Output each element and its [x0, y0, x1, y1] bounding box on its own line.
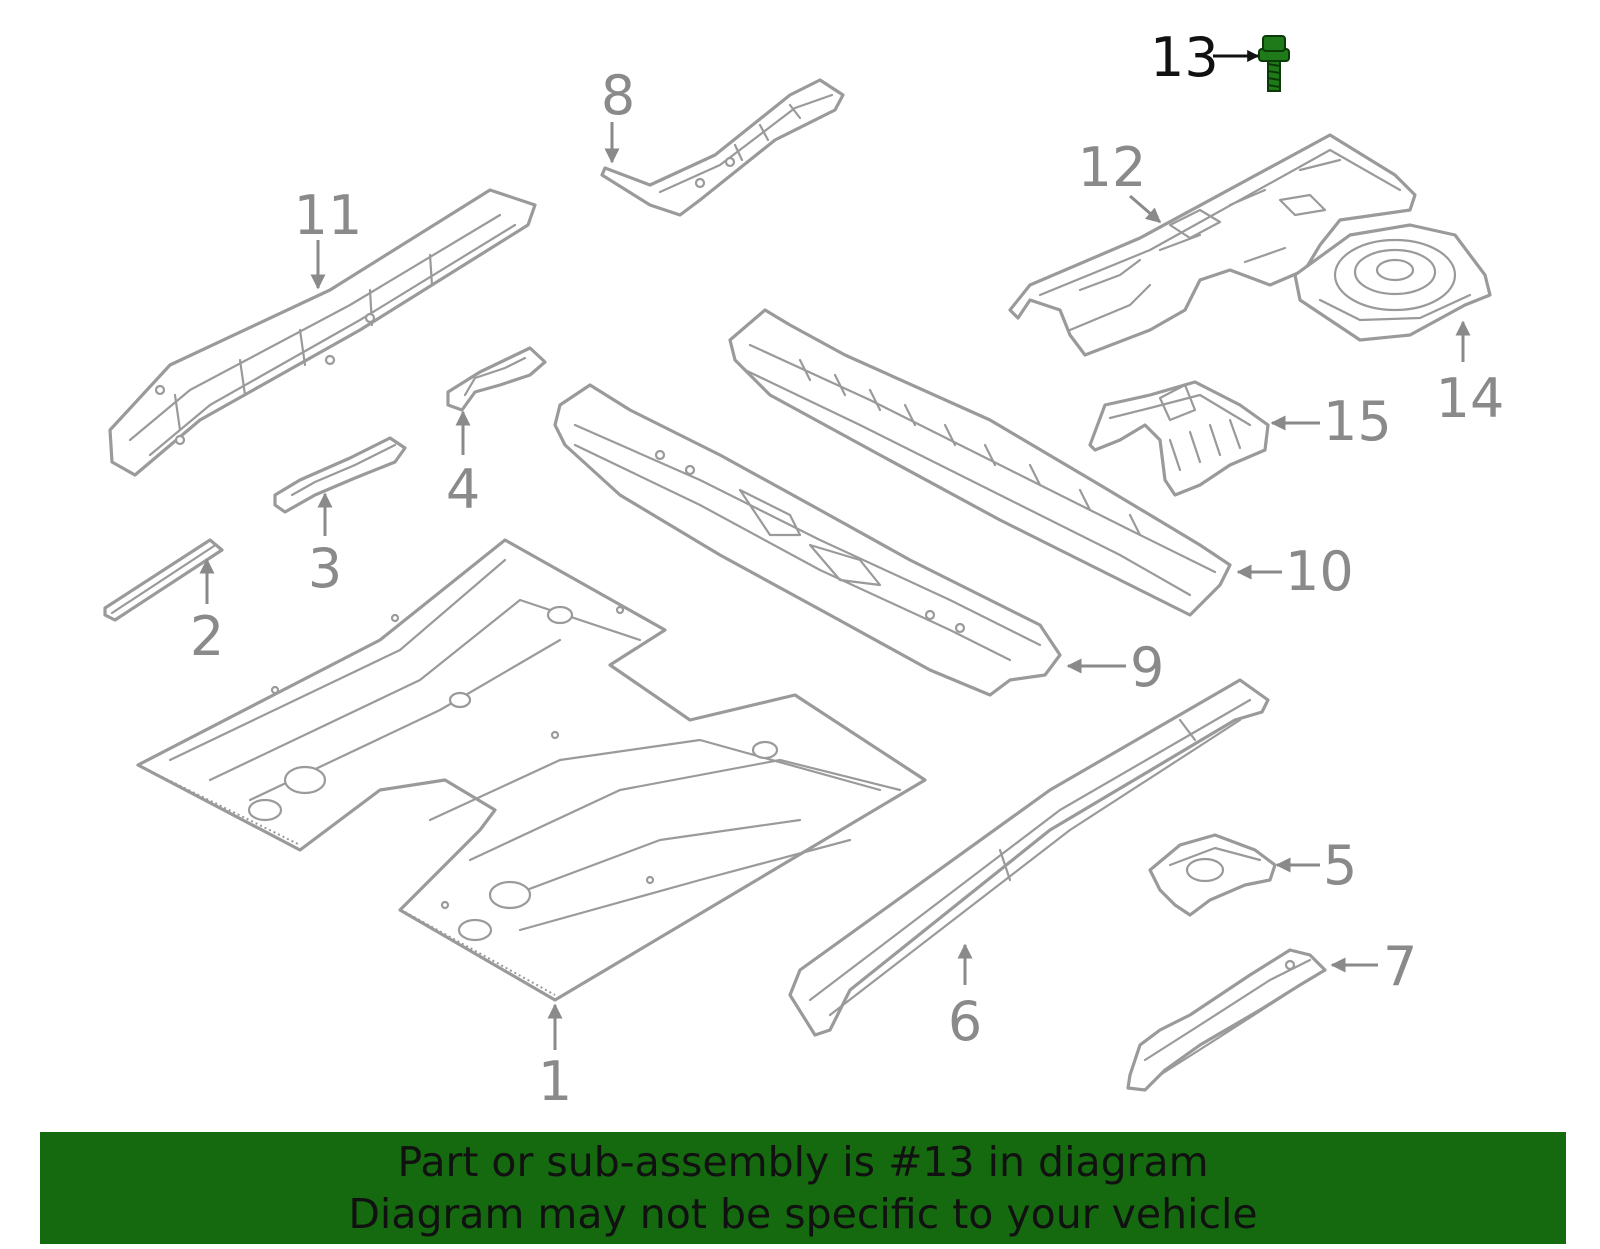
callout-5: 5 — [1323, 834, 1357, 897]
part-1-floor-pan[interactable] — [136, 538, 927, 1002]
part-7-bracket[interactable] — [1126, 948, 1327, 1092]
callout-4: 4 — [446, 458, 480, 521]
part-14-spare-tire-well[interactable] — [1293, 223, 1492, 342]
part-10-crossmember[interactable] — [728, 308, 1232, 617]
callout-13: 13 — [1150, 26, 1219, 89]
callout-11: 11 — [294, 184, 363, 247]
banner-line-1: Part or sub-assembly is #13 in diagram — [397, 1138, 1209, 1186]
part-2-bracket[interactable] — [103, 538, 224, 622]
part-11-side-rail[interactable] — [108, 188, 537, 477]
callout-3: 3 — [308, 537, 342, 600]
banner-line-2: Diagram may not be specific to your vehi… — [348, 1190, 1258, 1238]
part-12-rear-floor[interactable] — [1008, 133, 1417, 357]
part-5-bracket[interactable] — [1148, 833, 1277, 917]
part-15-bracket[interactable] — [1088, 380, 1270, 497]
callout-10: 10 — [1285, 540, 1354, 603]
callout-12: 12 — [1078, 136, 1147, 199]
callout-9: 9 — [1130, 636, 1164, 699]
part-3-bracket[interactable] — [273, 436, 407, 514]
info-banner: Part or sub-assembly is #13 in diagram D… — [40, 1132, 1566, 1244]
part-8-bracket[interactable] — [600, 78, 845, 217]
bolt-icon[interactable] — [1258, 35, 1290, 92]
callout-6: 6 — [948, 990, 982, 1053]
callout-labels: 1 2 3 4 5 6 7 8 9 10 11 12 13 14 15 — [190, 26, 1505, 1113]
callout-15: 15 — [1323, 390, 1392, 453]
part-9-crossmember[interactable] — [553, 383, 1062, 697]
part-4-bracket[interactable] — [446, 346, 547, 412]
leader-arrows — [199, 50, 1471, 1050]
callout-1: 1 — [538, 1050, 572, 1113]
callout-2: 2 — [190, 605, 224, 668]
callout-7: 7 — [1383, 935, 1417, 998]
part-6-sill[interactable] — [788, 678, 1270, 1037]
callout-14: 14 — [1436, 367, 1505, 430]
callout-8: 8 — [601, 64, 635, 127]
